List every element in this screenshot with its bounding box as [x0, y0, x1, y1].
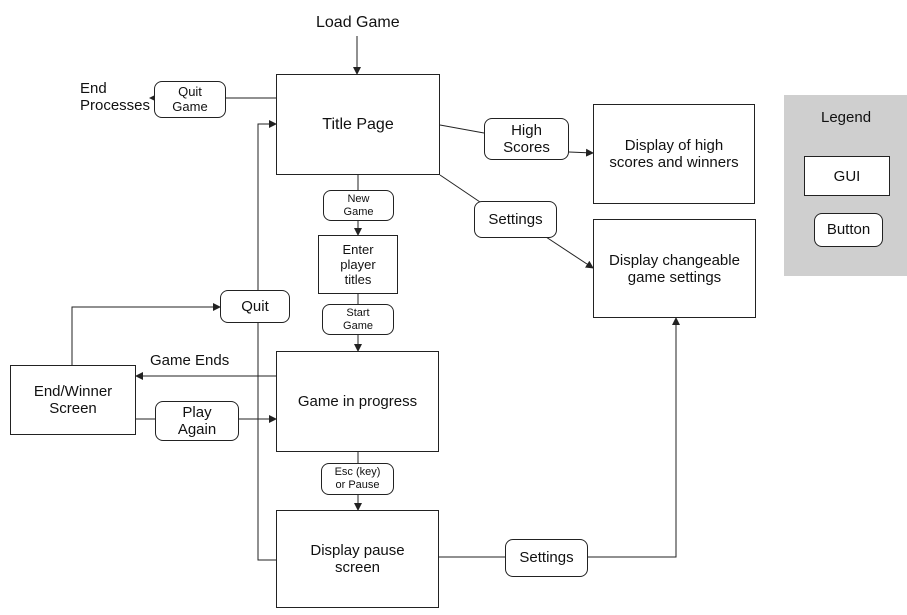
pause-screen-box: Display pause screen	[276, 510, 439, 608]
load-game-label: Load Game	[316, 14, 400, 31]
end-winner-screen-box: End/Winner Screen	[10, 365, 136, 435]
quit-button[interactable]: Quit	[220, 290, 290, 323]
title-page-box: Title Page	[276, 74, 440, 175]
end-processes-label: End Processes	[80, 80, 151, 115]
high-scores-display-box: Display of high scores and winners	[593, 104, 755, 204]
quit-game-button[interactable]: Quit Game	[154, 81, 226, 118]
game-ends-label: Game Ends	[150, 352, 230, 369]
legend-panel: Legend GUI Button	[784, 95, 907, 276]
settings-button-top[interactable]: Settings	[474, 201, 557, 238]
legend-title: Legend	[821, 109, 872, 126]
legend-gui-box: GUI	[804, 156, 890, 196]
settings-display-box: Display changeable game settings	[593, 219, 756, 318]
settings-button-bottom[interactable]: Settings	[505, 539, 588, 577]
play-again-button[interactable]: Play Again	[155, 401, 239, 441]
new-game-button[interactable]: New Game	[323, 190, 394, 221]
enter-player-titles-box: Enter player titles	[318, 235, 398, 294]
game-in-progress-box: Game in progress	[276, 351, 439, 452]
high-scores-button[interactable]: High Scores	[484, 118, 569, 160]
esc-pause-button[interactable]: Esc (key) or Pause	[321, 463, 394, 495]
legend-button-box: Button	[814, 213, 883, 247]
start-game-button[interactable]: Start Game	[322, 304, 394, 335]
